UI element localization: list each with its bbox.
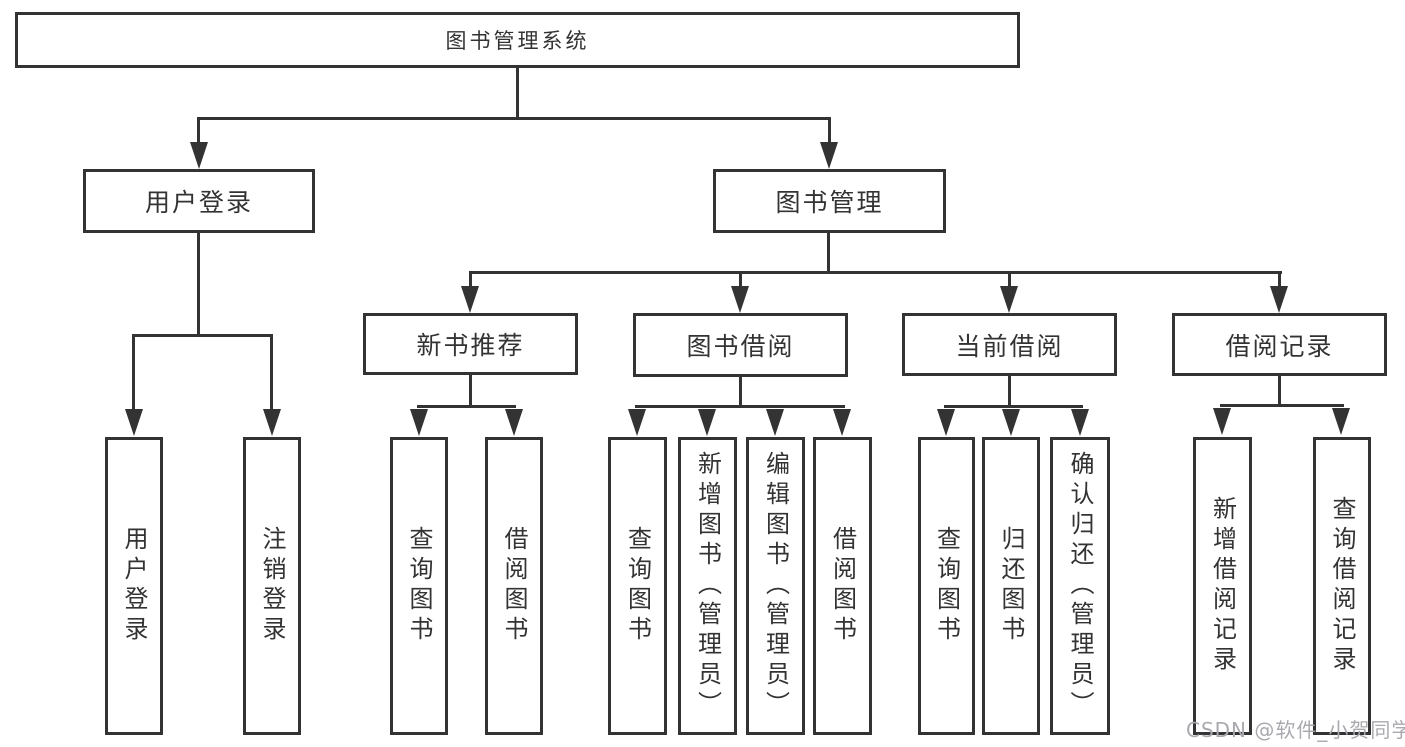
node-user-login: 用户登录 <box>83 169 315 233</box>
node-label: 用户登录 <box>120 526 148 646</box>
connector-line <box>739 377 742 408</box>
node-label: 借阅图书 <box>500 526 528 646</box>
node-label: 新增图书（管理员） <box>693 451 722 721</box>
node-borrowing-records: 借阅记录 <box>1172 313 1387 376</box>
arrow-down-icon <box>833 409 851 436</box>
connector-line <box>1220 404 1344 407</box>
connector-line <box>132 334 135 412</box>
node-library-management-system: 图书管理系统 <box>15 12 1020 68</box>
connector-line <box>1278 271 1281 289</box>
node-label: 确认归还（管理员） <box>1066 451 1094 721</box>
node-label: 图书借阅 <box>686 332 795 361</box>
connector-line <box>1008 271 1011 289</box>
connector-line <box>635 405 845 408</box>
node-label: 查询图书 <box>405 526 433 646</box>
leaf-records-add-borrow-record: 新增借阅记录 <box>1193 437 1252 735</box>
connector-line <box>417 405 516 408</box>
connector-line <box>469 271 472 289</box>
node-label: 新书推荐 <box>416 331 525 360</box>
arrow-down-icon <box>937 409 955 436</box>
leaf-user-login: 用户登录 <box>105 437 163 735</box>
leaf-current-query-books: 查询图书 <box>918 437 975 735</box>
arrow-down-icon <box>461 286 479 313</box>
leaf-current-return-books: 归还图书 <box>982 437 1040 735</box>
leaf-newbook-query-books: 查询图书 <box>390 437 448 735</box>
watermark: CSDN @软件_小贺同学 <box>1186 718 1405 742</box>
connector-line <box>827 233 830 273</box>
leaf-borrow-borrow-books: 借阅图书 <box>813 437 872 735</box>
leaf-borrow-query-books: 查询图书 <box>608 437 667 735</box>
connector-line <box>516 68 519 119</box>
node-label: 借阅记录 <box>1225 331 1334 361</box>
connector-line <box>469 271 1282 274</box>
leaf-borrow-edit-books-admin: 编辑图书（管理员） <box>746 437 805 735</box>
connector-line <box>944 405 1083 408</box>
node-label: 编辑图书（管理员） <box>761 451 790 721</box>
arrow-down-icon <box>1002 409 1020 436</box>
node-current-borrowing: 当前借阅 <box>902 313 1117 376</box>
arrow-down-icon <box>1332 408 1350 435</box>
node-label: 查询图书 <box>932 526 961 646</box>
node-label: 图书管理 <box>775 188 884 217</box>
connector-line <box>197 117 200 145</box>
node-label: 图书管理系统 <box>445 29 590 53</box>
arrow-down-icon <box>1213 408 1231 435</box>
node-label: 当前借阅 <box>955 331 1064 361</box>
node-label: 借阅图书 <box>828 526 857 646</box>
node-label: 新增借阅记录 <box>1208 496 1237 676</box>
arrow-down-icon <box>766 409 784 436</box>
connector-line <box>132 334 273 337</box>
node-new-book-recommendation: 新书推荐 <box>363 313 578 375</box>
connector-line <box>828 117 831 145</box>
connector-line <box>739 271 742 289</box>
arrow-down-icon <box>410 409 428 436</box>
leaf-logout-login: 注销登录 <box>243 437 301 735</box>
arrow-down-icon <box>628 409 646 436</box>
arrow-down-icon <box>731 286 749 313</box>
connector-line <box>197 233 200 336</box>
connector-line <box>469 375 472 408</box>
leaf-records-query-borrow-record: 查询借阅记录 <box>1313 437 1371 735</box>
node-label: 查询借阅记录 <box>1328 496 1356 676</box>
node-book-borrowing: 图书借阅 <box>633 313 848 377</box>
arrow-down-icon <box>1000 286 1018 313</box>
node-label: 归还图书 <box>997 526 1025 646</box>
connector-line <box>1278 376 1281 407</box>
node-book-management: 图书管理 <box>713 169 946 233</box>
arrow-down-icon <box>190 142 208 169</box>
arrow-down-icon <box>125 409 143 436</box>
connector-line <box>270 334 273 412</box>
arrow-down-icon <box>1071 409 1089 436</box>
leaf-newbook-borrow-books: 借阅图书 <box>485 437 543 735</box>
node-label: 用户登录 <box>144 188 253 217</box>
arrow-down-icon <box>820 142 838 169</box>
connector-line <box>1008 376 1011 408</box>
leaf-borrow-add-books-admin: 新增图书（管理员） <box>678 437 737 735</box>
arrow-down-icon <box>1270 286 1288 313</box>
node-label: 查询图书 <box>623 526 652 646</box>
leaf-current-confirm-return-admin: 确认归还（管理员） <box>1050 437 1110 735</box>
node-label: 注销登录 <box>258 526 286 646</box>
arrow-down-icon <box>505 409 523 436</box>
arrow-down-icon <box>263 409 281 436</box>
arrow-down-icon <box>698 409 716 436</box>
connector-line <box>197 117 831 120</box>
